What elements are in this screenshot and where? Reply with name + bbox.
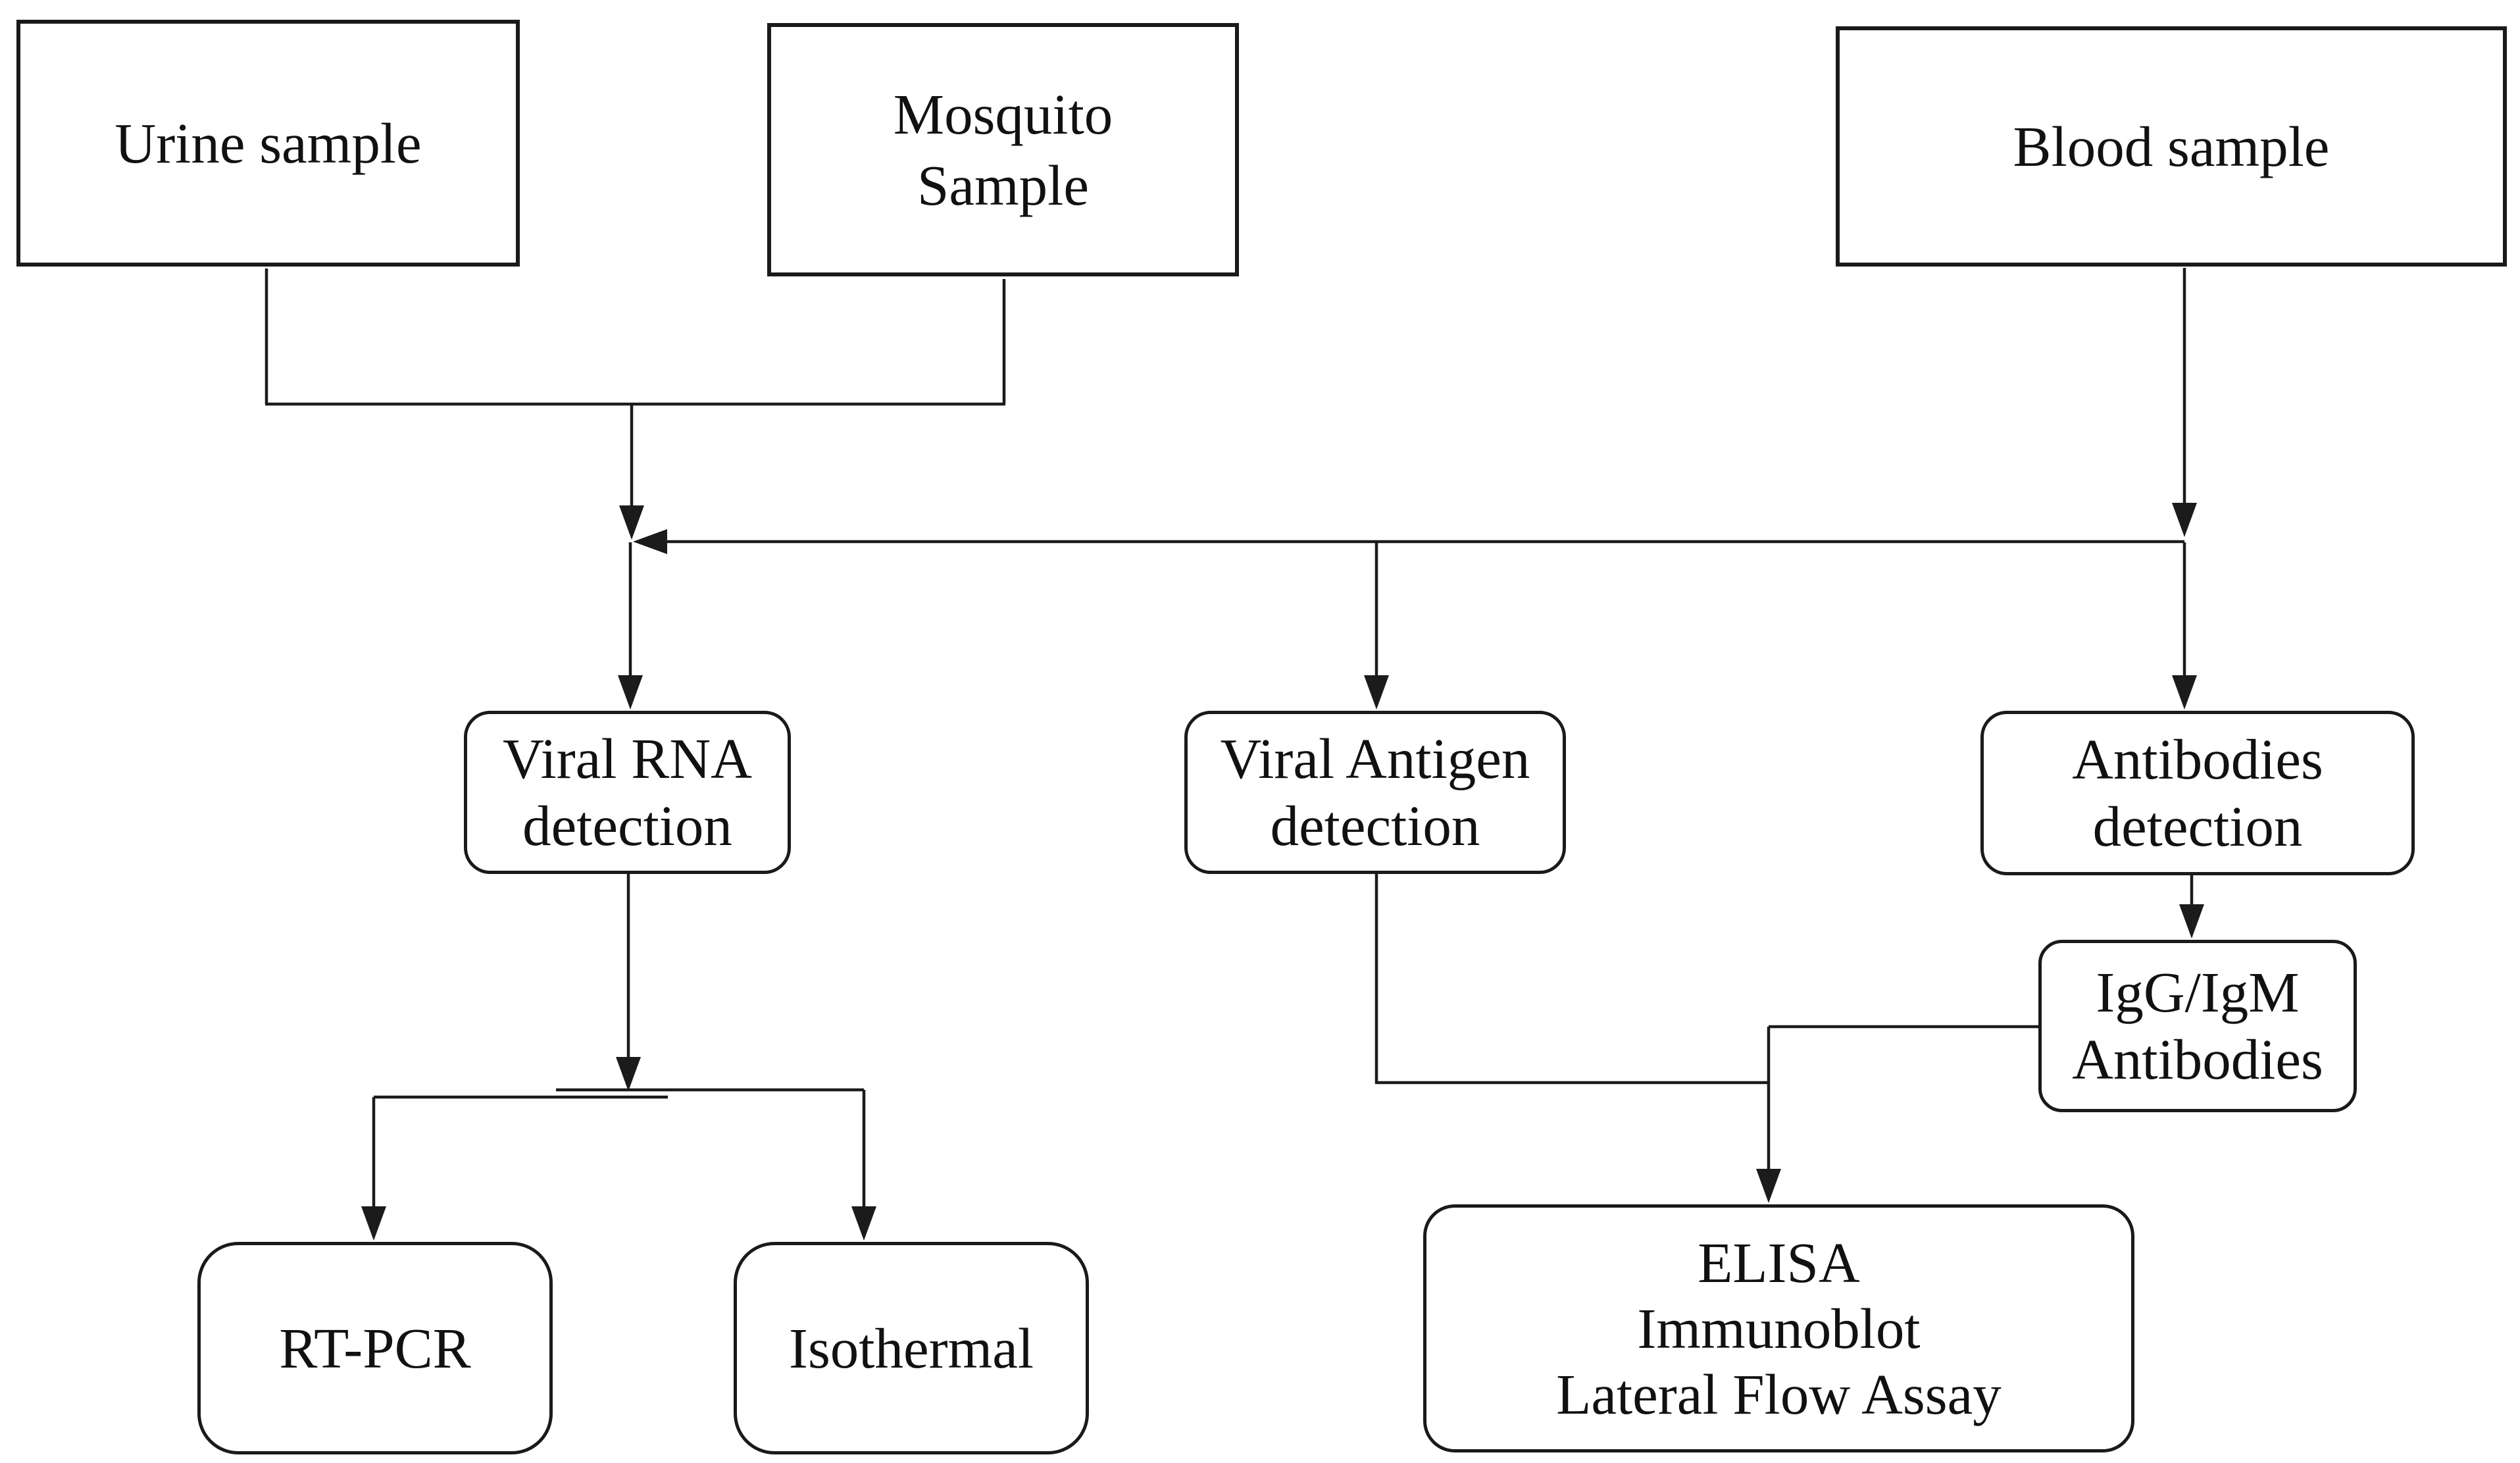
node-label-line: Mosquito: [893, 82, 1113, 146]
arrowhead-split: [616, 1057, 641, 1091]
arrowhead-viral-rna: [618, 675, 643, 709]
arrowhead-elisa: [1756, 1169, 1781, 1203]
arrowhead-igg: [2179, 904, 2204, 938]
node-label-line: Isothermal: [788, 1316, 1034, 1380]
node-label-line: IgG/IgM: [2096, 960, 2300, 1024]
node-rt-pcr: RT-PCR: [197, 1242, 553, 1454]
node-viral-rna-detection: Viral RNA detection: [464, 711, 791, 874]
node-mosquito-sample: Mosquito Sample: [767, 23, 1239, 276]
node-label-line: Immunoblot: [1637, 1296, 1921, 1360]
node-label-line: Viral RNA: [503, 727, 752, 790]
node-label-line: Antibodies: [2072, 727, 2323, 791]
arrowhead-bus-left: [633, 529, 667, 554]
node-label-line: Sample: [917, 153, 1089, 217]
arrowhead-blood-to-bus: [2172, 503, 2197, 537]
node-label-line: Viral Antigen: [1220, 727, 1530, 790]
node-label-line: detection: [1270, 794, 1480, 858]
arrowhead-merge-to-bus: [619, 505, 644, 540]
edge-viral-antigen-to-junction: [1374, 874, 1769, 1085]
arrowhead-rtpcr: [361, 1206, 386, 1241]
node-igg-igm-antibodies: IgG/IgM Antibodies: [2038, 940, 2357, 1112]
node-label-line: detection: [522, 794, 732, 858]
node-urine-sample: Urine sample: [16, 20, 520, 267]
node-label-line: Lateral Flow Assay: [1556, 1362, 2002, 1426]
node-elisa-panel: ELISA Immunoblot Lateral Flow Assay: [1423, 1204, 2134, 1452]
node-isothermal: Isothermal: [734, 1242, 1089, 1454]
node-label-line: Antibodies: [2072, 1027, 2323, 1091]
node-label-line: RT-PCR: [279, 1316, 471, 1380]
arrowhead-antibodies: [2172, 675, 2197, 709]
node-blood-sample: Blood sample: [1836, 26, 2507, 267]
arrowhead-viral-antigen: [1364, 675, 1389, 709]
arrowhead-isothermal: [851, 1206, 876, 1241]
node-label-line: ELISA: [1698, 1230, 1860, 1295]
node-label-line: detection: [2092, 794, 2303, 858]
node-label-line: Blood sample: [2013, 114, 2330, 178]
node-viral-antigen-detection: Viral Antigen detection: [1184, 711, 1566, 874]
node-label-line: Urine sample: [114, 111, 422, 175]
node-antibodies-detection: Antibodies detection: [1980, 711, 2415, 875]
